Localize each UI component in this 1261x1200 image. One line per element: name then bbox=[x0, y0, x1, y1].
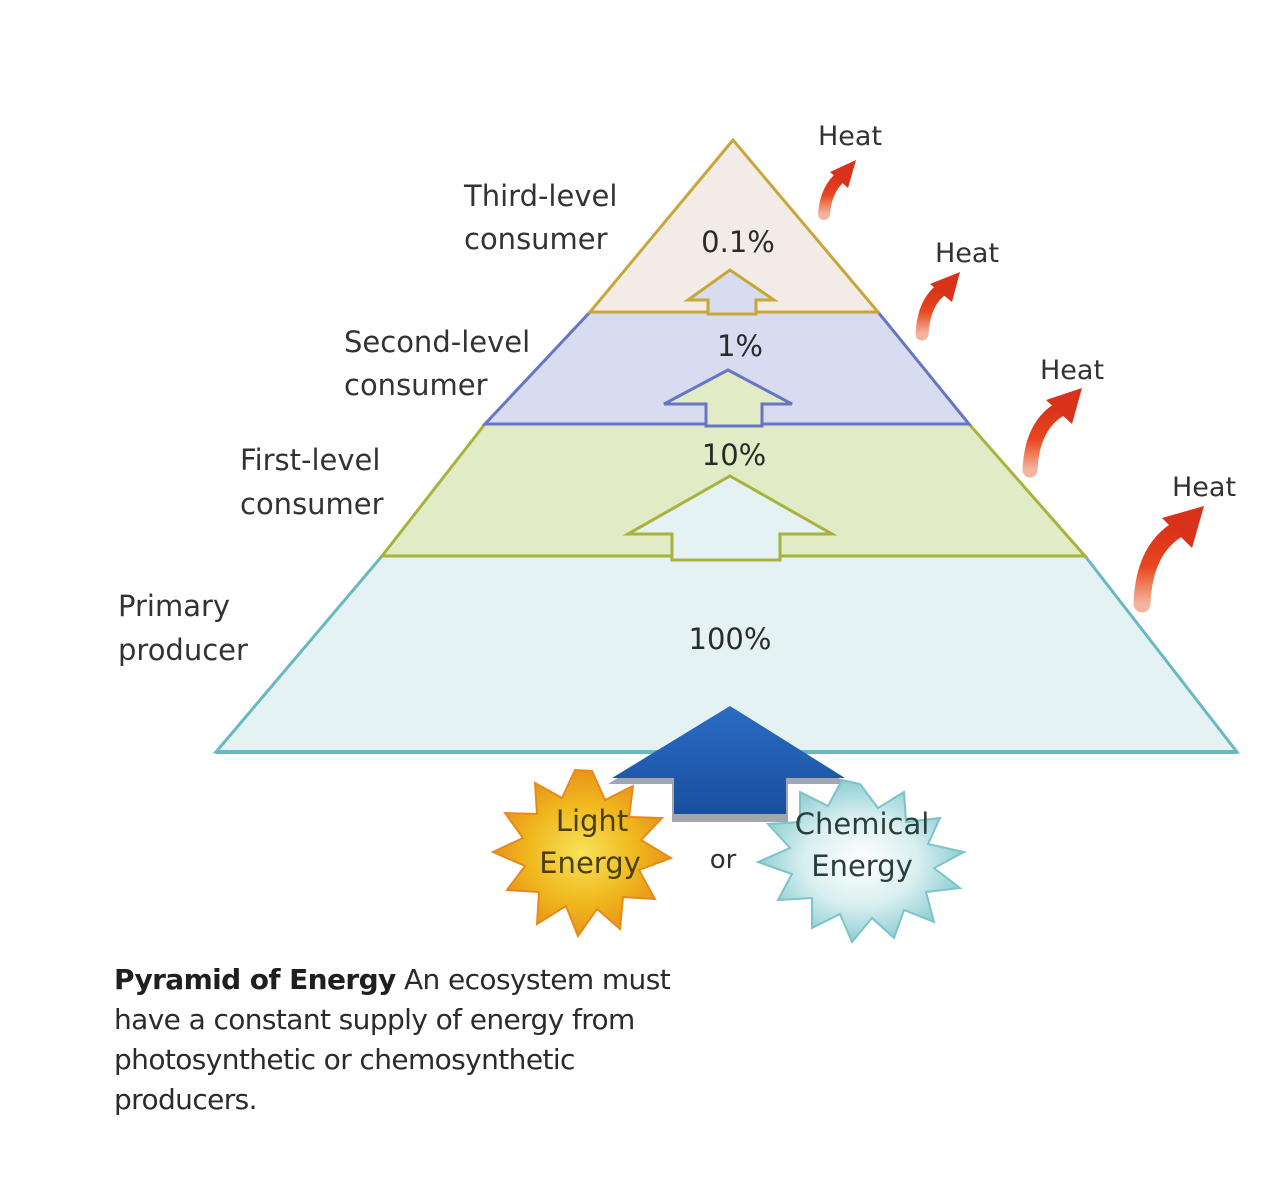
second-level-label-line2: consumer bbox=[344, 368, 488, 402]
heat-label-first-level: Heat bbox=[1040, 355, 1104, 386]
third-level-label-line2: consumer bbox=[464, 222, 608, 256]
percent-primary-producer: 100% bbox=[689, 622, 772, 656]
second-level-label-line1: Second-level bbox=[344, 325, 530, 359]
percent-first-level: 10% bbox=[702, 438, 766, 472]
caption-title: Pyramid of Energy bbox=[114, 963, 396, 996]
first-level-label-line1: First-level bbox=[240, 443, 380, 477]
chemical-energy-label-line2: Energy bbox=[811, 849, 913, 883]
heat-arrow-icon bbox=[1133, 506, 1204, 613]
chemical-burst-icon bbox=[755, 778, 967, 944]
light-energy-label-line1: Light bbox=[556, 804, 628, 838]
caption-body: An ecosystem must have a constant supply… bbox=[114, 963, 671, 1116]
first-level-label-line2: consumer bbox=[240, 487, 384, 521]
primary-producer-label-line1: Primary bbox=[118, 589, 230, 623]
sun-burst-icon bbox=[490, 768, 674, 939]
heat-label-second-level: Heat bbox=[935, 238, 999, 269]
percent-second-level: 1% bbox=[717, 329, 763, 363]
heat-arrow-icon bbox=[915, 272, 960, 341]
energy-transfer-arrow-0.1-percent bbox=[683, 268, 779, 316]
heat-arrow-icon bbox=[1022, 388, 1082, 478]
energy-transfer-arrow-10-percent bbox=[622, 474, 838, 562]
energy-input-arrow-shape bbox=[612, 706, 845, 814]
chemical-energy-label-line1: Chemical bbox=[795, 807, 930, 841]
heat-label-primary-producer: Heat bbox=[1172, 472, 1236, 503]
heat-arrow-icon bbox=[818, 160, 856, 220]
or-connector: or bbox=[710, 845, 737, 875]
figure-caption: Pyramid of Energy An ecosystem must have… bbox=[114, 960, 674, 1120]
energy-transfer-arrow-1-percent bbox=[663, 368, 793, 428]
third-level-label-line1: Third-level bbox=[463, 179, 617, 213]
heat-label-third-level: Heat bbox=[818, 121, 882, 152]
light-energy-label-line2: Energy bbox=[539, 846, 641, 880]
primary-producer-label-line2: producer bbox=[118, 633, 248, 667]
percent-third-level: 0.1% bbox=[701, 225, 775, 259]
